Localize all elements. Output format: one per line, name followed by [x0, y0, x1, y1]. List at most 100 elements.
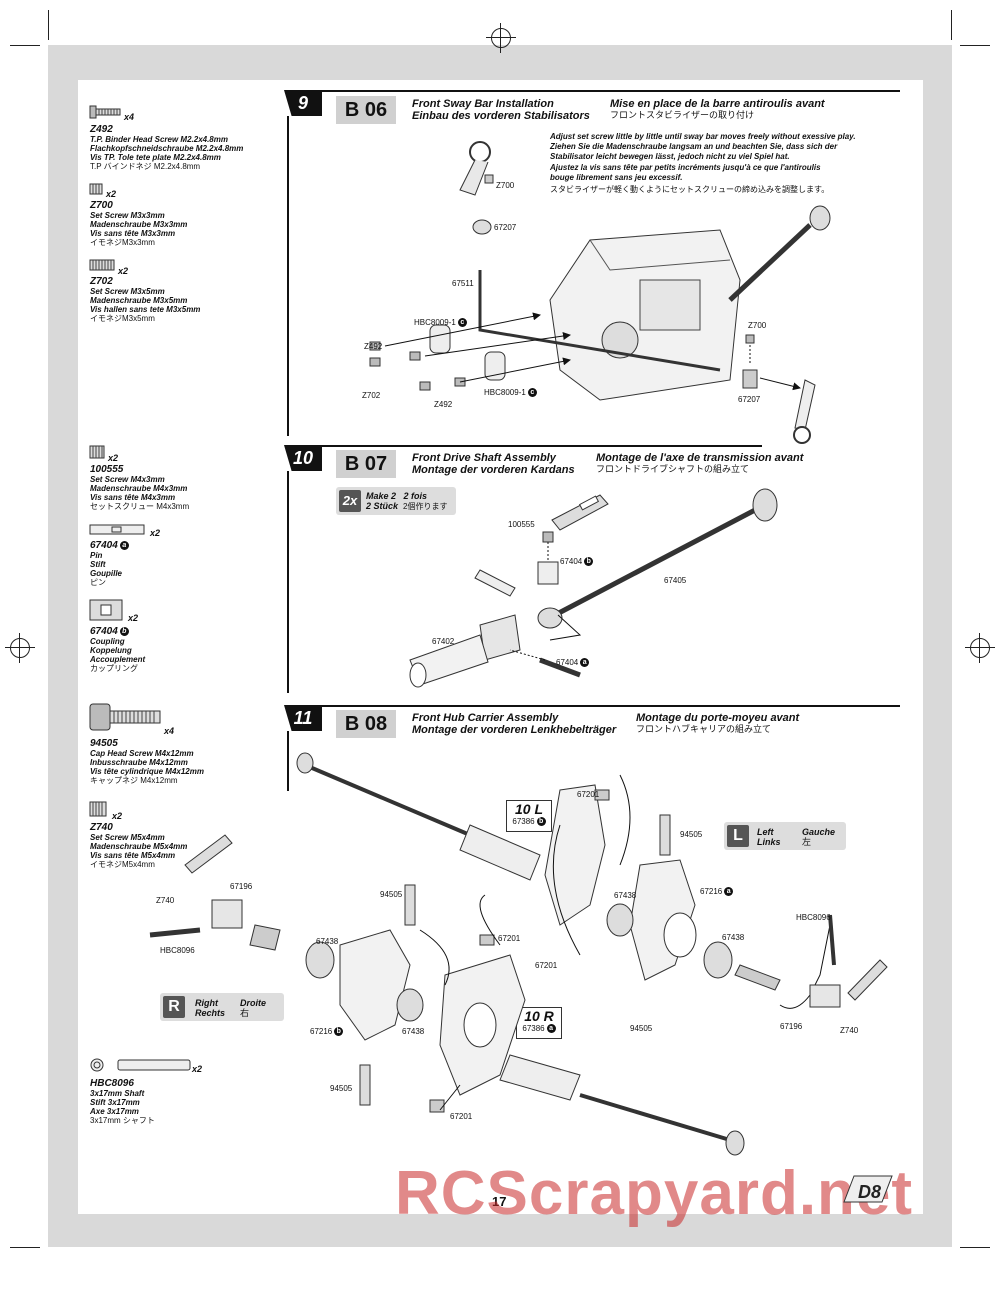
bag-label: B 07 — [336, 450, 396, 478]
step-rule — [287, 471, 289, 693]
crop-mark — [48, 10, 49, 40]
brand-logo-icon: D8 — [843, 1175, 893, 1203]
cap-head-screw-icon — [89, 703, 161, 731]
set-screw-icon — [89, 183, 103, 195]
title-fr: Mise en place de la barre antiroulis ava… — [610, 98, 825, 110]
registration-mark-top — [486, 23, 516, 53]
part-label: 67201 — [535, 961, 558, 970]
title-de: Montage der vorderen Kardans — [412, 464, 575, 476]
step-number: 10 — [284, 445, 322, 471]
part-label: 67201 — [450, 1112, 473, 1121]
set-screw-icon — [89, 801, 107, 817]
set-screw-icon — [89, 445, 105, 459]
shaft-icon — [90, 1058, 191, 1072]
crop-mark — [960, 45, 990, 46]
step-rule — [322, 445, 762, 447]
title-de: Montage der vorderen Lenkhebelträger — [412, 724, 617, 736]
part-label: 67402 — [432, 637, 455, 646]
part-label: Z740 — [840, 1026, 859, 1035]
coupling-icon — [89, 599, 123, 621]
part-label: 67438 — [402, 1027, 425, 1036]
bag-label: B 08 — [336, 710, 396, 738]
title-de: Einbau des vorderen Stabilisators — [412, 110, 590, 122]
part-label: 67438 — [722, 933, 745, 942]
part-label: 94505 — [680, 830, 703, 839]
part-label: 67405 — [664, 576, 687, 585]
note-jp: スタビライザーが軽く動くようにセットスクリューの締め込みを調整します。 — [550, 185, 830, 194]
part-label: 67196 — [780, 1022, 803, 1031]
qty: x2 — [112, 811, 123, 821]
note: Ziehen Sie die Madenschraube langsam an … — [550, 142, 838, 151]
title-fr: Montage de l'axe de transmission avant — [596, 452, 804, 464]
part-label: 67438 — [316, 937, 339, 946]
part-label: Z702 — [362, 391, 381, 400]
title-jp: フロントドライブシャフトの組み立て — [596, 464, 750, 474]
qty: x2 — [150, 528, 161, 538]
qty: x2 — [106, 189, 117, 199]
pin-icon — [89, 524, 145, 535]
qty: x2 — [118, 266, 129, 276]
registration-mark-left — [5, 633, 35, 663]
qty: x2 — [128, 613, 139, 623]
qty: x2 — [108, 453, 119, 463]
title-fr: Montage du porte-moyeu avant — [636, 712, 800, 724]
hub-carrier-diagram — [149, 752, 888, 1156]
set-screw-icon — [89, 259, 115, 271]
crop-mark — [960, 1247, 990, 1248]
part-label: Z740 — [156, 896, 175, 905]
part-label: 67201 — [498, 934, 521, 943]
watermark: RCScrapyard.net — [395, 1159, 914, 1228]
note: Stabilisator leicht bewegen lässt, jedoc… — [550, 152, 790, 161]
part-label: 67201 — [577, 790, 600, 799]
page-number: 17 — [492, 1194, 507, 1209]
step-rule — [287, 731, 289, 791]
part-label: 67438 — [614, 891, 637, 900]
title-en: Front Drive Shaft Assembly — [412, 452, 556, 464]
registration-mark-right — [965, 633, 995, 663]
title-jp: フロントハブキャリアの組み立て — [636, 724, 772, 734]
part-label: 67511 — [452, 279, 474, 288]
step-rule — [322, 90, 900, 92]
part-label: Z492 — [364, 342, 383, 351]
step-number: 9 — [284, 90, 322, 116]
crop-mark — [10, 1247, 40, 1248]
logo-text: D8 — [858, 1182, 881, 1202]
part-label: 67207 — [494, 223, 517, 232]
note: Ajustez la vis sans tête par petits incr… — [550, 163, 821, 172]
part-label: 94505 — [630, 1024, 653, 1033]
make-two-badge: 2x Make 2 2 fois 2 Stück 2個作ります — [336, 487, 456, 515]
part-label: 94505 — [330, 1084, 353, 1093]
title-jp: フロントスタビライザーの取り付け — [610, 110, 755, 120]
qty: x4 — [164, 726, 175, 736]
drive-shaft-diagram — [409, 488, 778, 688]
part-label: 67196 — [230, 882, 253, 891]
part-label: Z700 — [496, 181, 515, 190]
title-en: Front Hub Carrier Assembly — [412, 712, 559, 724]
qty: x4 — [124, 112, 135, 122]
sway-bar-diagram — [369, 141, 831, 444]
part-label: 67207 — [738, 395, 761, 404]
part-label: Z492 — [434, 400, 453, 409]
part-label: 100555 — [508, 520, 535, 529]
part-label: HBC8096 — [796, 913, 831, 922]
note: bouge librement sans jeu excessif. — [550, 173, 683, 182]
